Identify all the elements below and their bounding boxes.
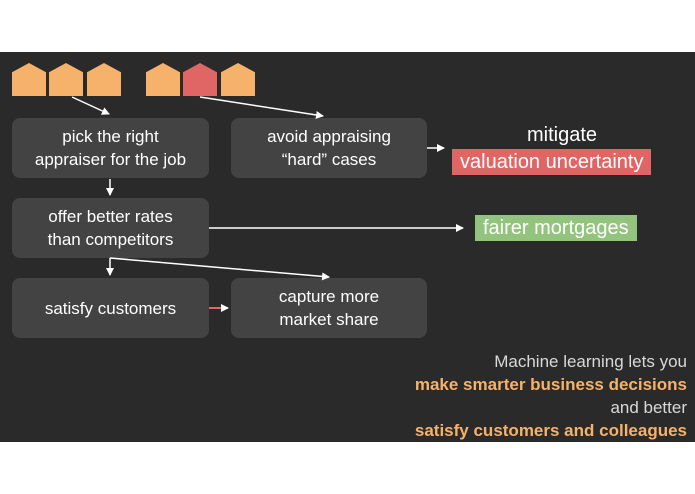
satisfy-customers-box: satisfy customers — [12, 278, 209, 338]
satisfy-customers-line-1: satisfy customers — [44, 298, 177, 318]
tagline-line-4: satisfy customers and colleagues — [414, 421, 687, 440]
avoid-hard-cases-line-2: “hard” cases — [281, 150, 377, 169]
tagline-line-2: make smarter business decisions — [414, 375, 687, 394]
tagline-line-3: and better — [610, 398, 687, 417]
fairer-mortgages-tag: fairer mortgages — [475, 215, 637, 241]
offer-rates-line-2: than competitors — [47, 230, 174, 249]
offer-rates-box: offer better rates than competitors — [12, 198, 209, 258]
capture-market-share-line-2: market share — [279, 310, 379, 329]
offer-rates-line-1: offer better rates — [48, 207, 173, 226]
valuation-uncertainty-tag: valuation uncertainty — [452, 149, 652, 175]
capture-market-share-line-1: capture more — [278, 287, 380, 306]
pick-appraiser-line-2: appraiser for the job — [34, 150, 187, 169]
tagline-line-1: Machine learning lets you — [494, 352, 687, 371]
avoid-hard-cases-box: avoid appraising “hard” cases — [231, 118, 427, 178]
avoid-hard-cases-line-1: avoid appraising — [267, 127, 391, 146]
mitigate-label: mitigate — [527, 124, 598, 146]
capture-market-share-box: capture more market share — [231, 278, 427, 338]
tagline: Machine learning lets you make smarter b… — [347, 350, 687, 442]
pick-appraiser-line-1: pick the right — [62, 127, 159, 146]
pick-appraiser-box: pick the right appraiser for the job — [12, 118, 209, 178]
